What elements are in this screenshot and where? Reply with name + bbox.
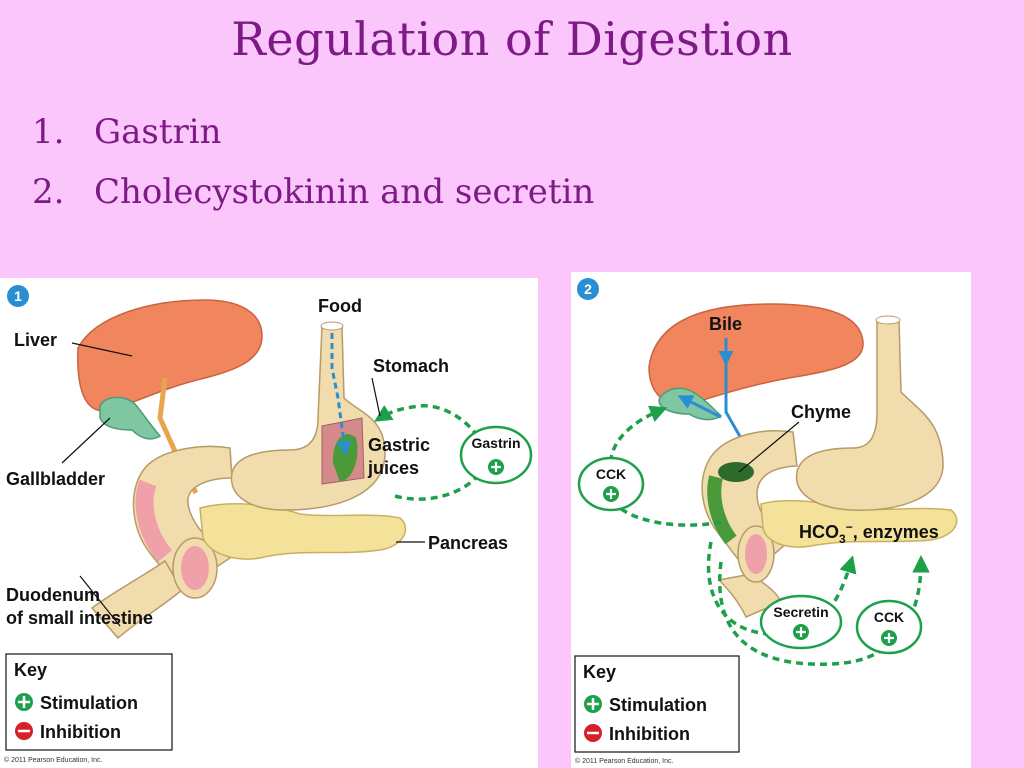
stomach xyxy=(795,319,944,511)
gallbladder-leader xyxy=(61,417,111,464)
intestine-lumen xyxy=(745,534,767,574)
bullet-number: 2. xyxy=(32,172,65,212)
secretin-loop-arrow xyxy=(706,541,857,636)
inhibition-icon xyxy=(15,722,33,740)
key-legend: Key Stimulation Inhibition xyxy=(574,655,740,753)
slide-title: Regulation of Digestion xyxy=(231,12,793,66)
liver-leader xyxy=(71,342,133,357)
intestine-lumen xyxy=(181,546,209,590)
secretin-hormone-badge xyxy=(759,594,843,650)
secretin-label: Secretin xyxy=(773,604,828,620)
stimulation-icon xyxy=(584,695,602,713)
stimulation-icon xyxy=(603,486,619,502)
gallbladder-label: Gallbladder xyxy=(6,469,105,489)
key-inhibition-label: Inhibition xyxy=(609,724,690,744)
stomach-leader xyxy=(371,377,381,417)
bullet-number: 1. xyxy=(32,112,65,152)
pancreas-label: Pancreas xyxy=(428,533,508,553)
pancreas xyxy=(199,502,407,560)
cck-right-label: CCK xyxy=(874,609,904,625)
chyme-label: Chyme xyxy=(791,402,851,422)
cck-to-gallbladder-arrow xyxy=(609,405,668,463)
copyright-text: © 2011 Pearson Education, Inc. xyxy=(4,756,102,764)
duodenum-lumen xyxy=(707,475,737,545)
step-badge: 2 xyxy=(577,278,599,300)
duodenum-leader xyxy=(79,575,121,627)
step-badge: 1 xyxy=(7,285,29,307)
gastric-juices-label-line2: juices xyxy=(367,458,419,478)
bile-to-gallbladder-arrow xyxy=(677,395,722,419)
stimulation-icon xyxy=(881,630,897,646)
cck-left-label: CCK xyxy=(596,466,626,482)
bullet-item-cck-secretin: 2. Cholecystokinin and secretin xyxy=(32,162,594,222)
stimulation-icon xyxy=(793,624,809,640)
stimulation-icon xyxy=(15,693,33,711)
gastrin-label: Gastrin xyxy=(471,435,520,451)
bullet-list: 1. Gastrin 2. Cholecystokinin and secret… xyxy=(32,102,594,222)
key-stimulation-label: Stimulation xyxy=(40,693,138,713)
chyme xyxy=(718,462,754,482)
svg-text:1: 1 xyxy=(14,288,22,304)
key-stimulation-label: Stimulation xyxy=(609,695,707,715)
copyright-text: © 2011 Pearson Education, Inc. xyxy=(575,757,673,765)
cck-hormone-badge-left xyxy=(577,456,645,512)
cck-hormone-badge-right xyxy=(855,599,923,655)
chyme-leader xyxy=(738,421,800,473)
hco3-enzymes-label: HCO3−, enzymes xyxy=(799,520,939,546)
liver-label: Liver xyxy=(14,330,57,350)
duodenum-label-line1: Duodenum xyxy=(6,585,100,605)
gallbladder xyxy=(99,396,162,440)
svg-text:2: 2 xyxy=(584,281,592,297)
stomach-label: Stomach xyxy=(373,356,449,376)
bullet-item-gastrin: 1. Gastrin xyxy=(32,102,594,162)
key-legend: Key Stimulation Inhibition xyxy=(5,653,173,751)
esophagus-opening xyxy=(875,315,901,325)
bullet-text: Cholecystokinin and secretin xyxy=(94,172,595,212)
key-inhibition-label: Inhibition xyxy=(40,722,121,742)
stimulation-icon xyxy=(488,459,504,475)
gastrin-hormone-badge xyxy=(459,425,533,485)
liver xyxy=(77,299,263,412)
duodenum-label-line2: of small intestine xyxy=(6,608,153,628)
inhibition-icon xyxy=(584,724,602,742)
esophagus-opening xyxy=(320,321,344,331)
diagram-panel-cck-secretin: 2 CCK Secretin CCK Bile xyxy=(571,272,971,768)
bullet-text: Gastrin xyxy=(94,112,222,152)
food-label: Food xyxy=(318,296,362,316)
key-title: Key xyxy=(583,662,616,682)
diagram-panel-gastrin: 1 Gastrin Liver Food Stomach Gastric jui… xyxy=(0,278,538,768)
key-title: Key xyxy=(14,660,47,680)
gastric-juices-label-line1: Gastric xyxy=(368,435,430,455)
duodenum-lumen xyxy=(135,479,173,562)
food-path-arrow xyxy=(330,323,352,456)
bile-label: Bile xyxy=(709,314,742,334)
small-intestine xyxy=(717,573,782,618)
